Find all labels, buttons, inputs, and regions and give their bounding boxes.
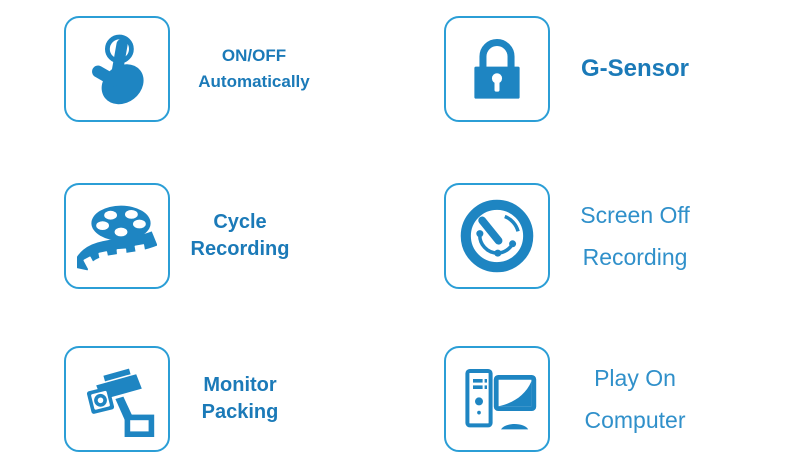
- feature-label-line: Packing: [201, 401, 279, 423]
- feature-label-line: Automatically: [198, 72, 310, 91]
- radar-icon-box: [444, 183, 550, 289]
- lock-icon-box: [444, 16, 550, 122]
- feature-label-cycle-recording: Cycle Recording: [170, 183, 310, 289]
- feature-label-line: Cycle: [213, 211, 267, 233]
- cctv-camera-icon: [86, 368, 155, 437]
- feature-label-monitor-packing: Monitor Packing: [170, 346, 310, 452]
- touch-icon-box: [64, 16, 170, 122]
- feature-label-on-off: ON/OFF Automatically: [170, 16, 338, 122]
- touch-icon: [92, 34, 144, 105]
- feature-label-line: ON/OFF: [221, 46, 287, 65]
- feature-label-line: Monitor: [203, 374, 277, 396]
- radar-icon: [460, 199, 534, 273]
- feature-label-line: Recording: [582, 244, 688, 270]
- feature-label-play-on-computer: Play On Computer: [550, 346, 720, 452]
- feature-label-g-sensor: G-Sensor: [550, 16, 720, 122]
- feature-label-line: Screen Off: [580, 202, 690, 228]
- computer-icon: [465, 369, 537, 430]
- feature-label-line: Computer: [584, 407, 686, 433]
- film-reel-icon: [77, 205, 157, 271]
- cctv-camera-icon-box: [64, 346, 170, 452]
- feature-label-line: Recording: [190, 238, 290, 260]
- lock-icon: [474, 39, 520, 99]
- computer-icon-box: [444, 346, 550, 452]
- feature-label-line: Play On: [594, 365, 676, 391]
- feature-label-screen-off: Screen Off Recording: [550, 183, 720, 289]
- feature-label-line: G-Sensor: [580, 55, 690, 82]
- film-reel-icon-box: [64, 183, 170, 289]
